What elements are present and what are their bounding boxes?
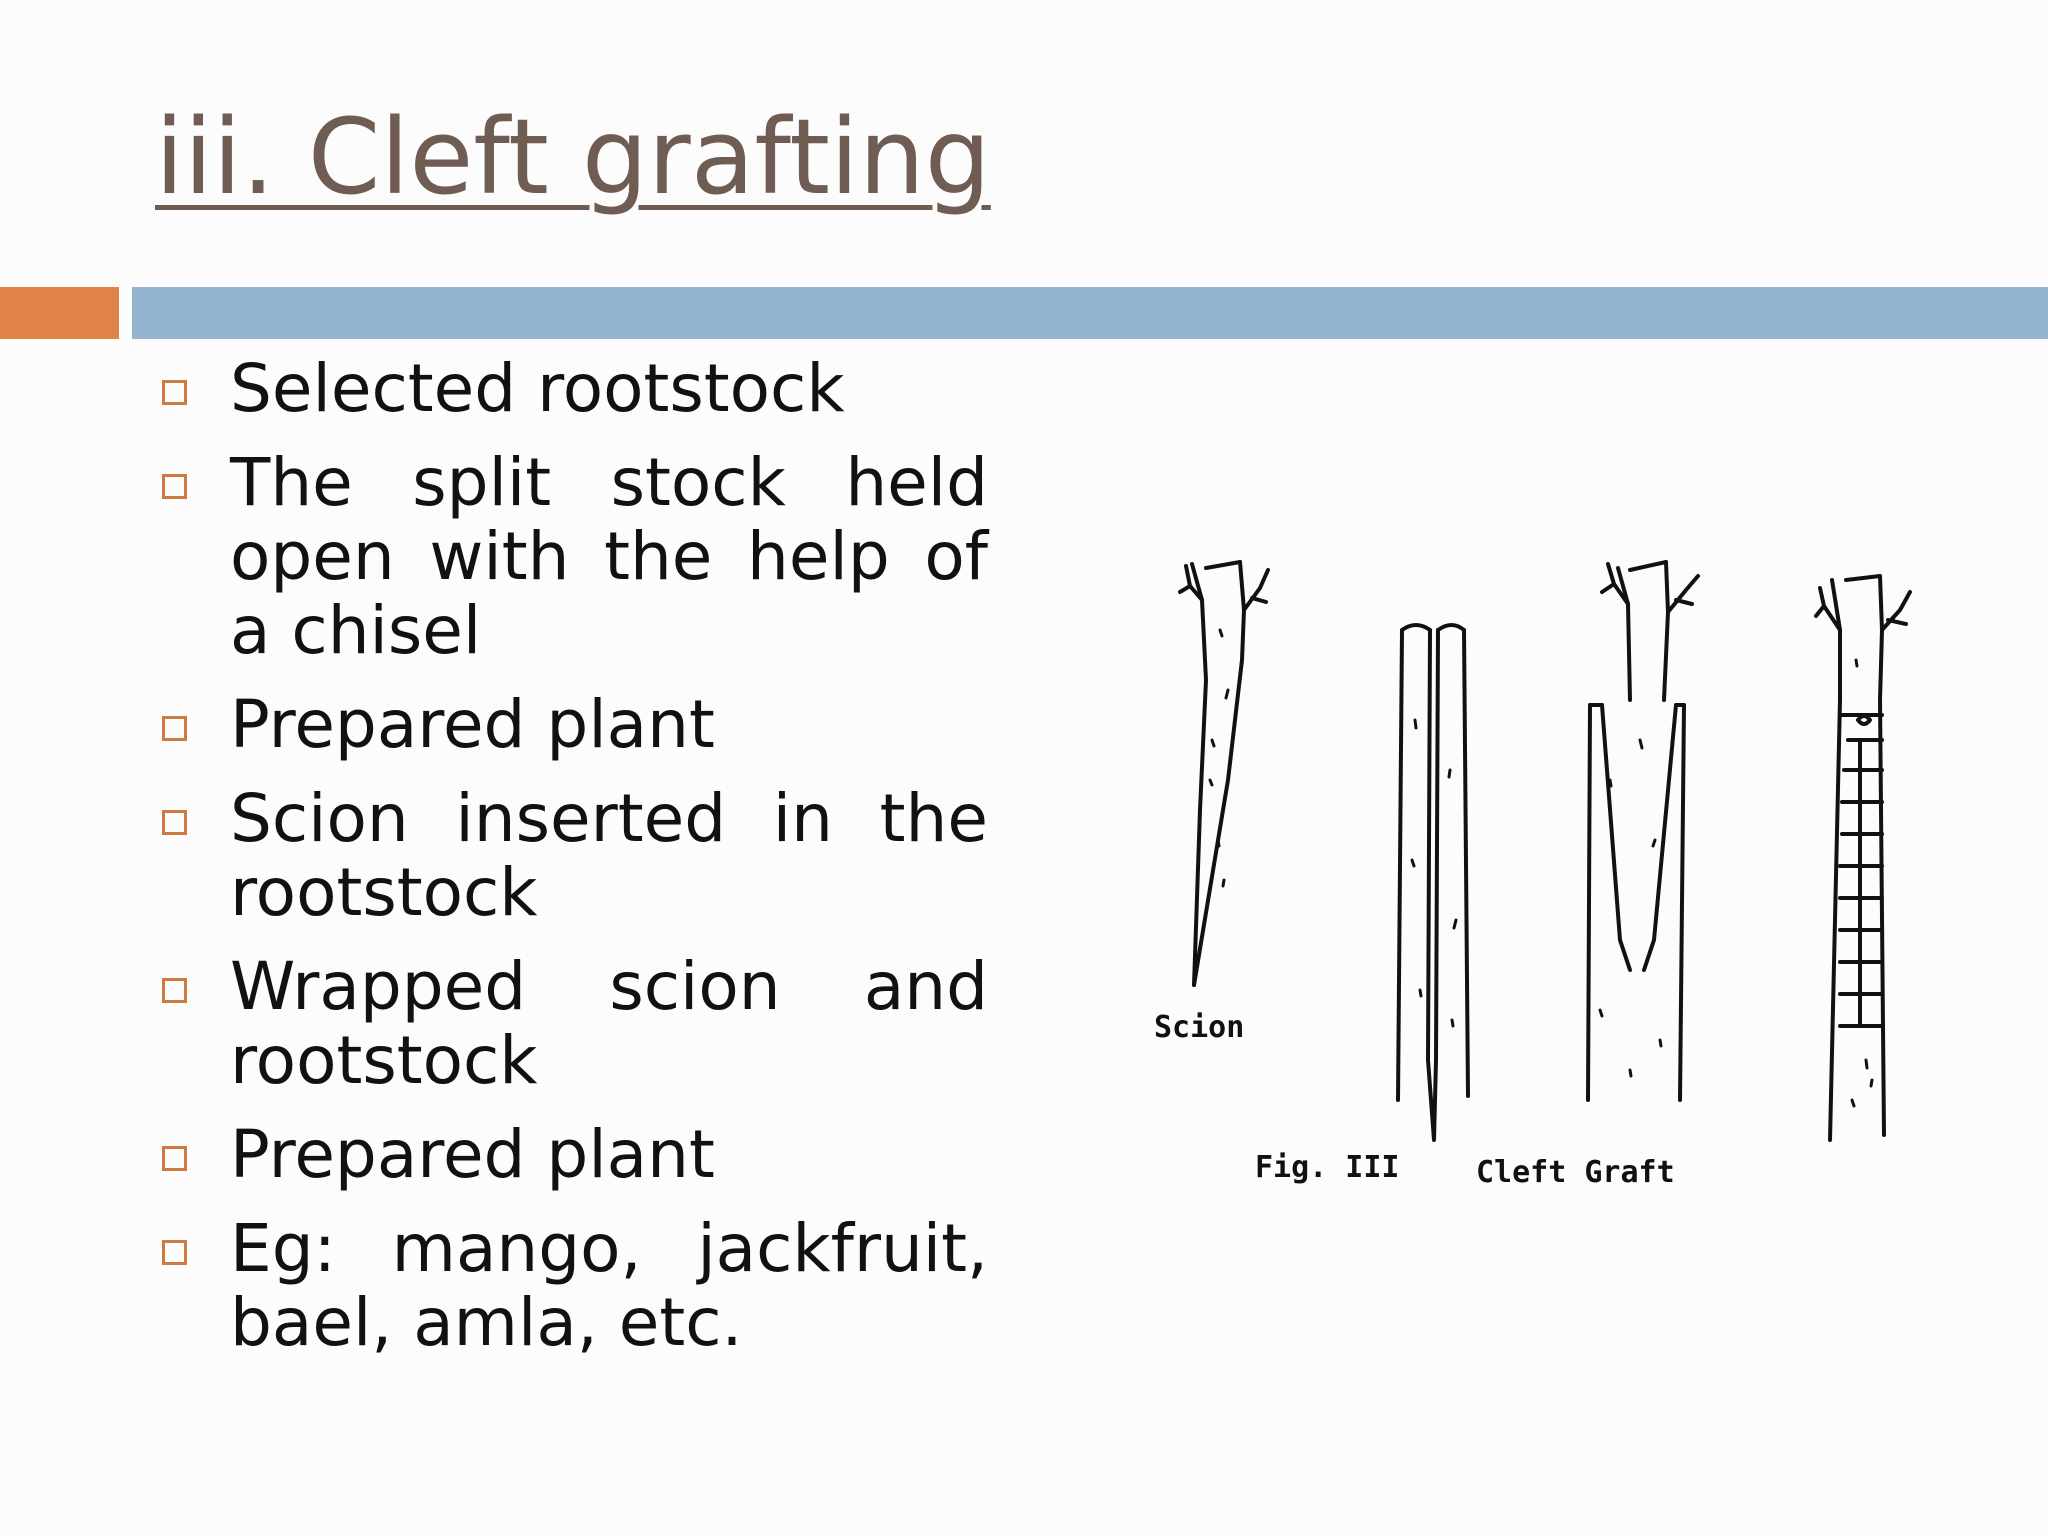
figure-number: Fig. III: [1255, 1150, 1400, 1185]
square-bullet-icon: [162, 474, 187, 499]
bullet-item: The split stock held open with the help …: [158, 446, 988, 668]
figure-caption: Cleft Graft: [1476, 1155, 1675, 1190]
bullet-text: Selected rootstock: [230, 350, 845, 427]
cleft-graft-diagram: Scion Fig. III Cleft Graft: [1154, 560, 1912, 1190]
bullet-text: The split stock held open with the help …: [230, 444, 988, 669]
wrapped-graft-drawing: [1814, 574, 1912, 1142]
scion-drawing: [1178, 560, 1270, 987]
bullet-text: Prepared plant: [230, 686, 715, 763]
bullet-text: Scion inserted in the rootstock: [230, 780, 988, 931]
bullet-text: Eg: mango, jackfruit, bael, amla, etc.: [230, 1210, 988, 1361]
square-bullet-icon: [162, 978, 187, 1003]
bullet-text: Prepared plant: [230, 1116, 715, 1193]
bullet-text: Wrapped scion and rootstock: [230, 948, 988, 1099]
bullet-item: Prepared plant: [158, 1118, 988, 1192]
scion-label: Scion: [1154, 1010, 1244, 1045]
bullet-item: Wrapped scion and rootstock: [158, 950, 988, 1098]
bullet-item: Prepared plant: [158, 688, 988, 762]
title-divider-bar: [132, 287, 2048, 339]
split-rootstock-drawing: [1396, 623, 1470, 1142]
bullet-item: Scion inserted in the rootstock: [158, 782, 988, 930]
accent-bar: [0, 287, 119, 339]
square-bullet-icon: [162, 1146, 187, 1171]
square-bullet-icon: [162, 380, 187, 405]
bullet-item: Eg: mango, jackfruit, bael, amla, etc.: [158, 1212, 988, 1360]
square-bullet-icon: [162, 716, 187, 741]
square-bullet-icon: [162, 810, 187, 835]
bullet-item: Selected rootstock: [158, 352, 988, 426]
bullet-list: Selected rootstock The split stock held …: [158, 352, 988, 1380]
scion-inserted-drawing: [1586, 560, 1700, 1102]
square-bullet-icon: [162, 1240, 187, 1265]
slide-title: iii. Cleft grafting: [155, 96, 991, 218]
